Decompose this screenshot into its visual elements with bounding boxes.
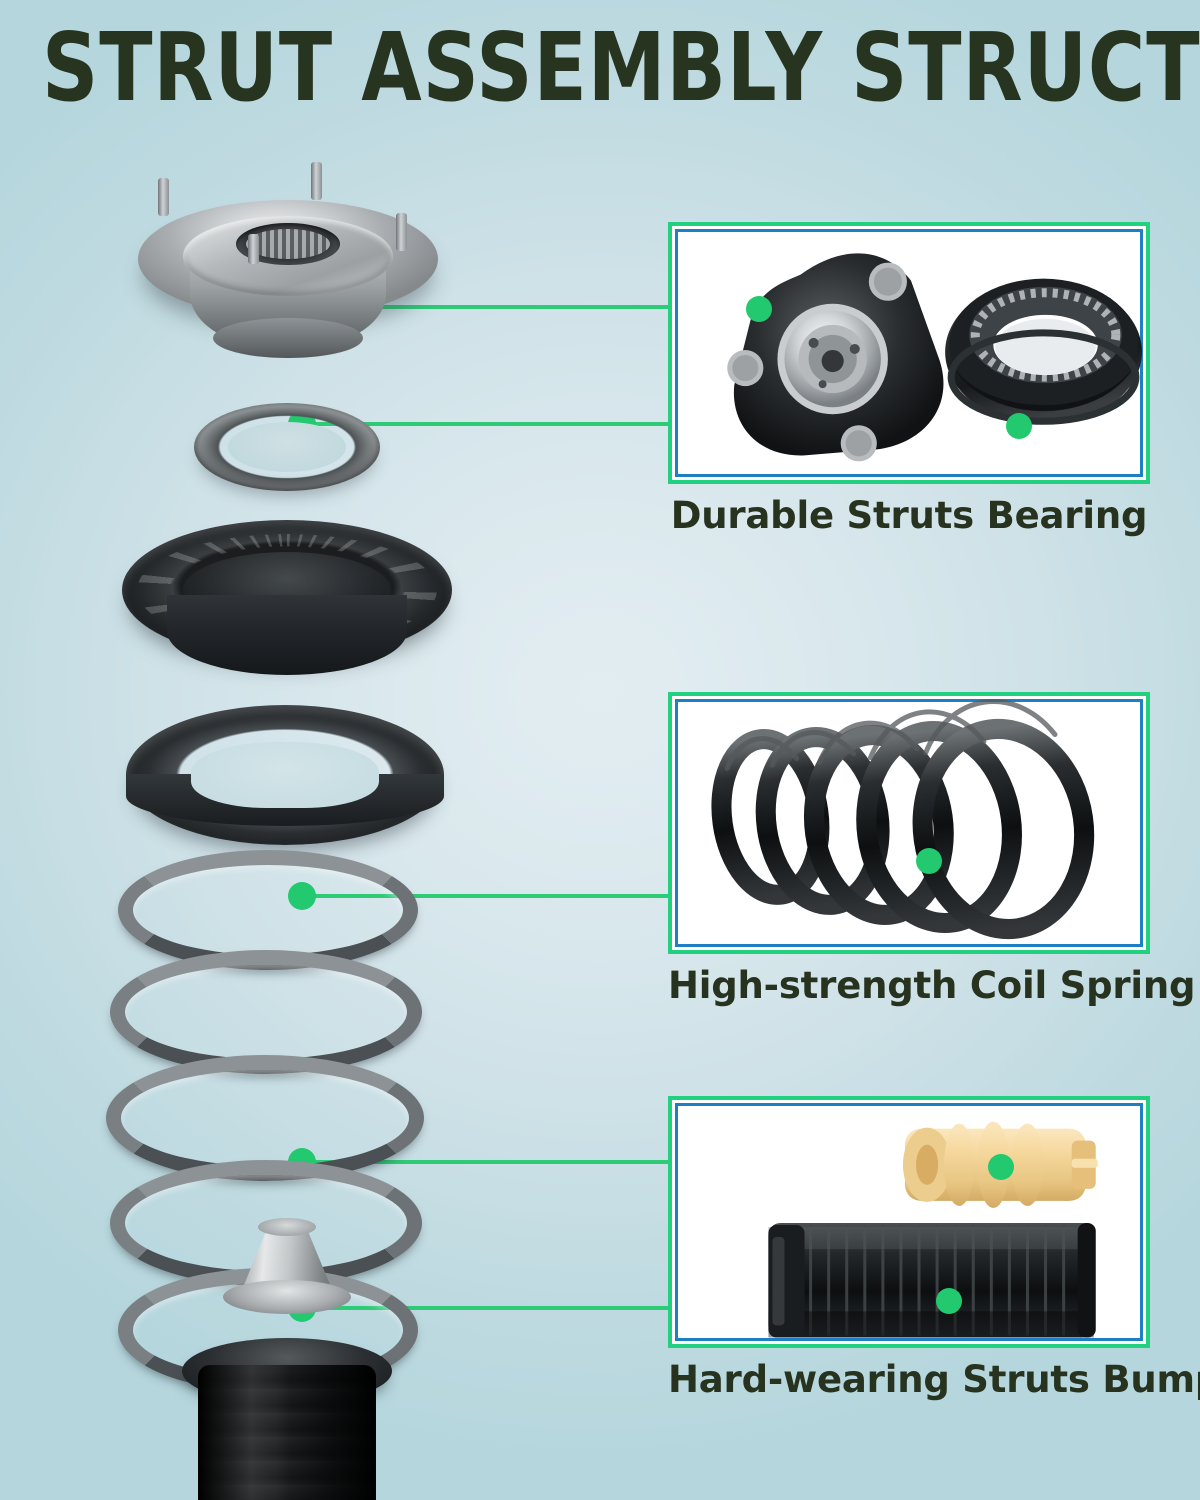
callout-bearing[interactable]: Durable Struts Bearing: [668, 222, 1150, 537]
callout-bearing-frame: [668, 222, 1150, 484]
spring-isolator-bore: [191, 742, 379, 808]
bump-stop-base: [223, 1280, 351, 1314]
connector-line-bumpstop: [300, 1160, 672, 1164]
callout-spring-frame: [668, 692, 1150, 954]
dust-boot-shading: [198, 1365, 376, 1500]
hotspot-dot-spring-photo[interactable]: [916, 848, 942, 874]
callout-spring[interactable]: High-strength Coil Spring: [668, 692, 1196, 1007]
bearing-ring-bore: [228, 422, 346, 472]
callout-bumper[interactable]: Hard-wearing Struts Bumper: [668, 1096, 1200, 1401]
mount-stud: [248, 234, 259, 264]
connector-line-bearing: [300, 422, 672, 426]
strut-mount-skirt-lower: [213, 318, 363, 358]
hotspot-dot-bumpstop-photo[interactable]: [988, 1154, 1014, 1180]
callout-spring-caption: High-strength Coil Spring: [668, 964, 1196, 1007]
exploded-strut-assembly: [96, 150, 556, 1500]
connector-line-dustboot: [300, 1306, 672, 1310]
upper-spring-seat-skirt: [167, 595, 407, 675]
hotspot-dot-dustboot-photo[interactable]: [936, 1288, 962, 1314]
connector-line-mount: [300, 305, 672, 309]
callout-bearing-caption: Durable Struts Bearing: [670, 494, 1148, 537]
callout-bumper-frame: [668, 1096, 1150, 1348]
hotspot-dot-bearing-photo[interactable]: [1006, 413, 1032, 439]
callout-bumper-caption: Hard-wearing Struts Bumper: [668, 1358, 1200, 1401]
bump-stop-top: [258, 1218, 316, 1236]
bumper-photo: [768, 1121, 1098, 1338]
mount-stud: [396, 213, 407, 251]
page-title: STRUT ASSEMBLY STRUCTURE: [42, 12, 1200, 123]
strut-mount-photo: [727, 253, 1142, 462]
hotspot-dot-mount-photo[interactable]: [746, 296, 772, 322]
connector-line-spring: [300, 894, 672, 898]
mount-stud: [311, 162, 322, 200]
coil-spring-photo: [711, 699, 1095, 940]
mount-stud: [158, 178, 169, 216]
strut-mount-spline: [246, 229, 330, 259]
